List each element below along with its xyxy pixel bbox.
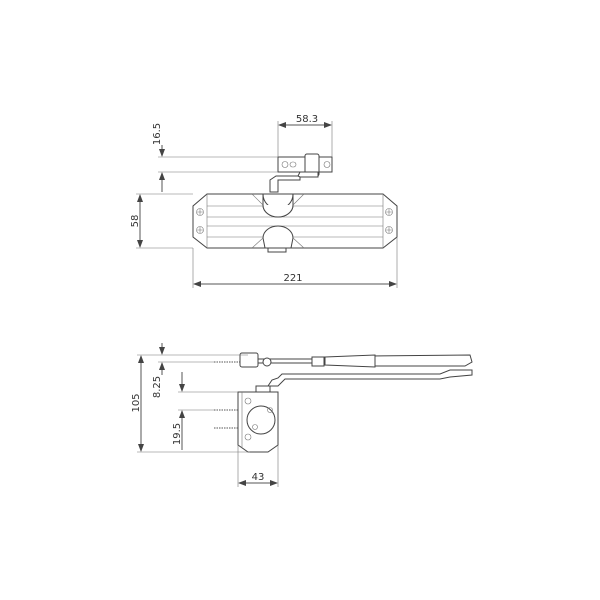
dim-total-height: 105 bbox=[131, 393, 142, 412]
dim-arm-offset: 8.25 bbox=[152, 376, 163, 398]
arm-bracket bbox=[269, 153, 333, 193]
dim-bracket-offset: 16.5 bbox=[152, 123, 163, 145]
closer-body bbox=[192, 193, 398, 253]
arm-assembly bbox=[239, 352, 473, 393]
dim-plate-width: 43 bbox=[252, 472, 265, 483]
screw-icon bbox=[196, 208, 393, 234]
side-view: 105 8.25 19.5 43 bbox=[131, 343, 473, 487]
wood-screws bbox=[214, 361, 240, 429]
mounting-plate bbox=[237, 391, 279, 453]
top-view: 58.3 16.5 58 221 bbox=[130, 114, 398, 288]
dim-screw-spacing: 19.5 bbox=[172, 423, 183, 445]
dim-bracket-width: 58.3 bbox=[296, 114, 318, 125]
dim-body-length: 221 bbox=[283, 273, 302, 284]
dim-body-height: 58 bbox=[130, 215, 141, 228]
